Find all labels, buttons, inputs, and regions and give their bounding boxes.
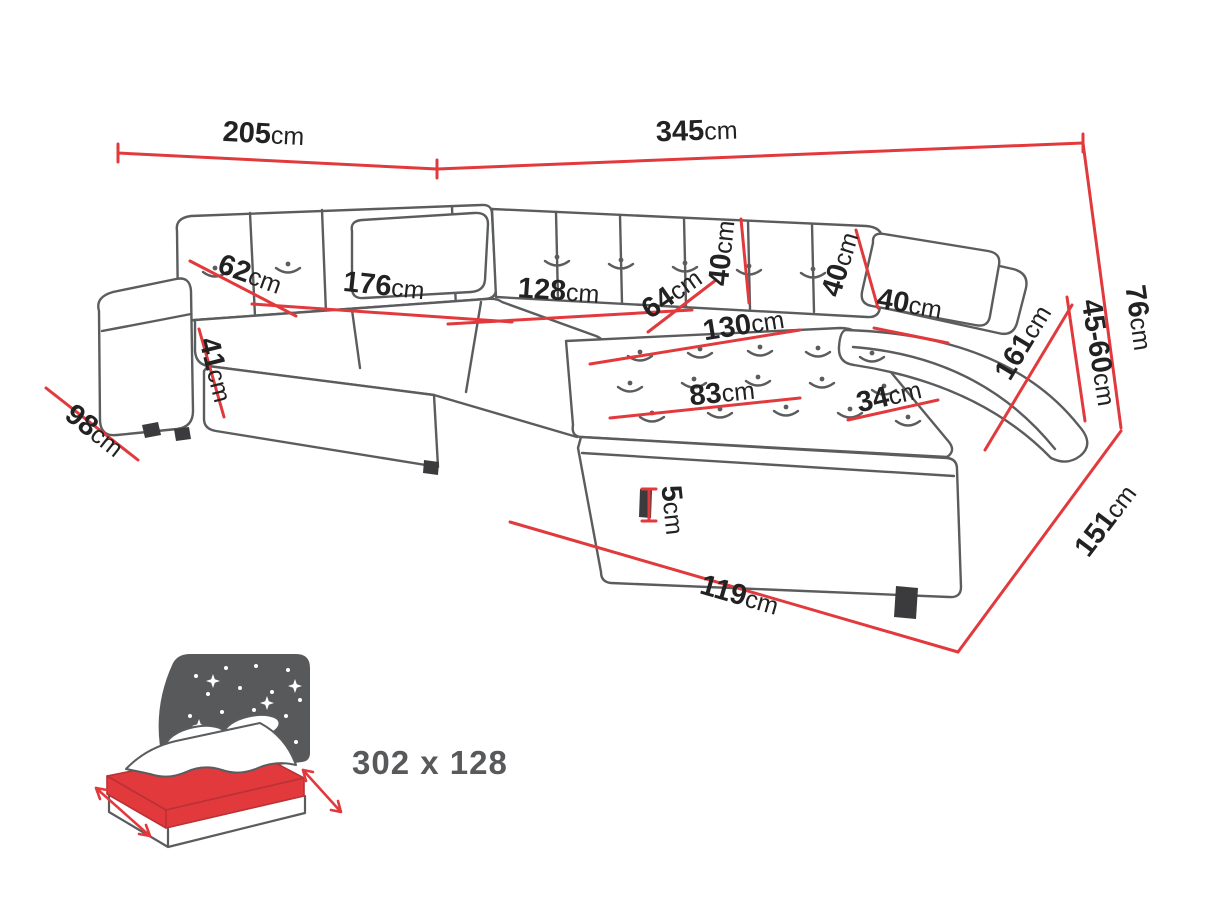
dimension-line-40-left — [739, 217, 751, 305]
dimension-line-345 — [435, 132, 1085, 180]
dimension-line-40-pillow — [872, 326, 950, 345]
seat-left-seams — [350, 300, 483, 394]
pillow-left — [350, 211, 490, 300]
star-icon — [288, 679, 302, 693]
sofa-bed-night-stars-icon: 302 x 128 — [94, 654, 508, 849]
sofa-leg — [174, 427, 191, 441]
dimension-label-205: 205cm — [222, 116, 305, 152]
tufting-creases — [201, 259, 922, 427]
pillow-right — [860, 232, 1001, 327]
dimension-label-5: 5cm — [654, 484, 691, 537]
dimension-line-151 — [956, 429, 1123, 654]
dimension-line-128 — [446, 308, 694, 326]
dimension-line-34 — [846, 398, 940, 422]
dimension-line-45-60 — [1065, 295, 1087, 423]
chaise-front — [576, 435, 963, 599]
dimension-label-40-pillow: 40cm — [874, 283, 944, 326]
dimension-line-83 — [608, 396, 802, 420]
unfold-arrows — [94, 768, 343, 838]
unfold-arrow-right — [301, 768, 343, 814]
unfold-arrow-left — [94, 786, 152, 838]
dimension-label-345: 345cm — [655, 114, 738, 149]
dimension-line-41 — [197, 327, 226, 419]
dimension-line-40-right — [854, 228, 880, 310]
dimension-label-83: 83cm — [688, 374, 757, 413]
dimension-label-128: 128cm — [517, 272, 601, 310]
dimension-line-161 — [983, 303, 1074, 452]
star-icon — [206, 674, 220, 688]
fold-out-bed — [94, 713, 343, 849]
armrest-left — [97, 277, 195, 437]
armrest-left-inner — [100, 312, 193, 333]
dimension-line-119 — [508, 520, 960, 654]
dimension-line-98 — [44, 386, 140, 462]
dimension-label-130: 130cm — [701, 303, 787, 347]
chaise-front-seam — [580, 451, 956, 478]
dimension-label-76: 76cm — [1119, 283, 1160, 352]
bed-blanket — [125, 722, 297, 778]
sofa-leg — [894, 586, 918, 619]
dimension-line-205 — [116, 142, 439, 171]
armrest-right-roll-inner — [851, 345, 1057, 451]
dimension-line-76 — [1081, 141, 1123, 430]
dimension-line-130 — [588, 328, 802, 366]
sleeping-area-size: 302 x 128 — [352, 744, 508, 781]
sofa-outline — [97, 203, 1089, 599]
dimension-line-5 — [640, 487, 658, 523]
dimension-label-176: 176cm — [342, 266, 427, 306]
sofa-leg — [423, 460, 439, 475]
dimension-line-176 — [250, 302, 514, 324]
sofa-leg — [142, 422, 161, 438]
dimension-line-64 — [646, 278, 718, 334]
dimension-label-151: 151cm — [1068, 478, 1143, 563]
dimension-label-40-left: 40cm — [703, 219, 742, 288]
base-front-left — [202, 364, 440, 469]
star-icon — [260, 696, 274, 710]
dimension-lines — [44, 132, 1123, 654]
